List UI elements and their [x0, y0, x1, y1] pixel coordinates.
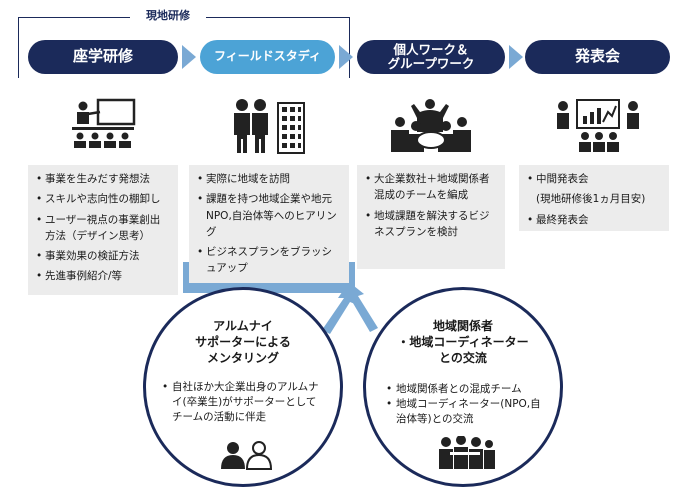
field-visit-icon	[200, 97, 335, 155]
community-people-icon	[439, 436, 495, 469]
circle-title: アルムナイ サポーターによる メンタリング	[146, 318, 340, 367]
list-item: ビジネスプランをブラッシュアップ	[197, 244, 341, 277]
stage-work-label-line1: 個人ワーク＆	[393, 41, 469, 57]
stage-presentation: 発表会	[525, 40, 670, 74]
connector-bar-right	[349, 262, 355, 287]
circle-title-line: サポーターによる	[195, 335, 291, 350]
group-work-icon	[357, 97, 505, 155]
connector-bar-left	[183, 262, 189, 287]
arrow-right-icon	[509, 45, 523, 69]
connector-bar	[183, 283, 355, 293]
list-item: 地域関係者との混成チーム	[386, 382, 546, 397]
list-item: 最終発表会	[527, 212, 661, 229]
list-item: 事業を生みだす発想法	[36, 171, 170, 188]
alumni-mentoring-circle: アルムナイ サポーターによる メンタリング 自社ほか大企業出身のアルムナイ(卒業…	[143, 287, 343, 487]
list-item: 事業効果の検証方法	[36, 248, 170, 265]
list-item: ユーザー視点の事業創出方法（デザイン思考）	[36, 212, 170, 245]
stage-work: 個人ワーク＆ グループワーク	[357, 40, 505, 74]
presentation-icon	[525, 97, 670, 155]
list-item: 中間発表会	[527, 171, 661, 188]
mentoring-people-icon	[221, 441, 273, 470]
arrow-right-icon	[182, 45, 196, 69]
arrow-right-icon	[339, 45, 353, 69]
list-item: スキルや志向性の棚卸し	[36, 191, 170, 208]
circle-title-line: アルムナイ	[213, 319, 273, 333]
card-field-study: 実際に地域を訪問 課題を持つ地域企業や地元NPO,自治体等へのヒアリング ビジネ…	[189, 165, 349, 283]
circle-title-line: ・地域コーディネーター	[397, 335, 529, 350]
list-item: 地域課題を解決するビジネスプランを検討	[365, 208, 497, 241]
circle-title-line: メンタリング	[206, 351, 279, 366]
stage-work-label-line2: グループワーク	[387, 56, 475, 71]
stage-lecture-label: 座学研修	[72, 47, 133, 66]
regional-exchange-circle: 地域関係者 ・地域コーディネーター との交流 地域関係者との混成チーム 地域コー…	[363, 287, 563, 487]
stage-presentation-label: 発表会	[574, 47, 620, 66]
stage-lecture: 座学研修	[28, 40, 178, 74]
support-arrows-icon	[322, 282, 378, 334]
list-item: 実際に地域を訪問	[197, 171, 341, 188]
card-lecture: 事業を生みだす発想法 スキルや志向性の棚卸し ユーザー視点の事業創出方法（デザイ…	[28, 165, 178, 295]
circle-title-line: との交流	[439, 351, 487, 366]
list-item: 大企業数社＋地域関係者混成のチームを編成	[365, 171, 497, 204]
card-presentation: 中間発表会 (現地研修後1ヵ月目安) 最終発表会	[519, 165, 669, 231]
lecture-icon	[28, 97, 178, 155]
circle-title-line: 地域関係者	[432, 319, 493, 333]
card-work: 大企業数社＋地域関係者混成のチームを編成 地域課題を解決するビジネスプランを検討	[357, 165, 505, 269]
circle-title: 地域関係者 ・地域コーディネーター との交流	[366, 318, 560, 367]
list-item: 自社ほか大企業出身のアルムナイ(卒業生)がサポーターとしてチームの活動に伴走	[162, 380, 324, 426]
stage-field-study: フィールドスタディ	[200, 40, 335, 74]
onsite-training-label: 現地研修	[130, 7, 206, 23]
stage-field-study-label: フィールドスタディ	[214, 49, 321, 64]
list-item-note: (現地研修後1ヵ月目安)	[536, 193, 646, 206]
list-item: 先進事例紹介/等	[36, 268, 170, 285]
list-item: 課題を持つ地域企業や地元NPO,自治体等へのヒアリング	[197, 191, 341, 240]
list-item: 地域コーディネーター(NPO,自治体等)との交流	[386, 397, 546, 427]
